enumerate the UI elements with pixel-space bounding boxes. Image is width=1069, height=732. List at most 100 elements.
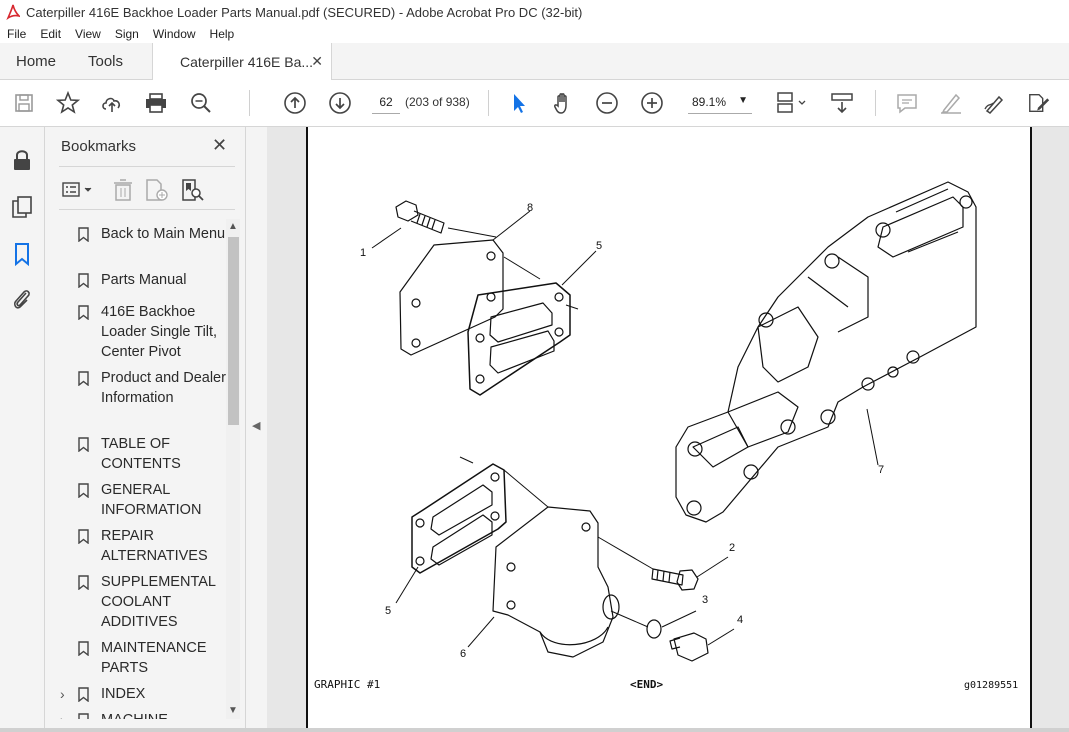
menu-sign[interactable]: Sign bbox=[114, 26, 139, 41]
navigation-rail bbox=[0, 127, 45, 732]
bookmark-label: Product and Dealer Information bbox=[101, 370, 226, 406]
tab-home-label: Home bbox=[16, 52, 57, 70]
bookmark-label: SUPPLEMENTAL COOLANT ADDITIVES bbox=[101, 574, 216, 630]
select-cursor-icon[interactable] bbox=[507, 91, 531, 115]
exploded-parts-diagram: 1 8 5 7 2 3 4 5 6 bbox=[360, 181, 977, 662]
fill-sign-icon[interactable] bbox=[983, 91, 1007, 115]
callout-1: 1 bbox=[360, 247, 366, 259]
end-marker: <END> bbox=[630, 678, 664, 691]
menu-file[interactable]: File bbox=[7, 26, 27, 41]
close-tab-icon[interactable]: ✕ bbox=[311, 53, 323, 69]
bookmark-icon[interactable] bbox=[10, 242, 34, 266]
options-menu-icon[interactable] bbox=[61, 179, 97, 201]
collapse-panel-icon[interactable]: ◀ bbox=[252, 420, 261, 432]
bookmark-icon bbox=[78, 227, 89, 242]
bookmark-icon bbox=[78, 483, 89, 498]
bookmark-label: MACHINE bbox=[101, 710, 226, 719]
toolbar-separator bbox=[875, 90, 876, 116]
page-layout-icon[interactable] bbox=[775, 91, 809, 115]
print-icon[interactable] bbox=[144, 91, 168, 115]
bookmark-icon bbox=[78, 713, 89, 719]
bookmark-label: TABLE OF CONTENTS bbox=[101, 436, 181, 472]
chevron-right-icon[interactable]: › bbox=[60, 710, 65, 719]
previous-page-icon[interactable] bbox=[283, 91, 307, 115]
new-bookmark-icon[interactable] bbox=[145, 179, 169, 201]
gasket-5-upper bbox=[467, 282, 571, 396]
bookmark-label: Back to Main Menu bbox=[101, 226, 226, 242]
elbow-housing-6 bbox=[492, 506, 614, 658]
bookmark-label: 416E Backhoe Loader Single Tilt, Center … bbox=[101, 304, 218, 360]
page-count: (203 of 938) bbox=[405, 95, 470, 109]
tab-tools[interactable]: Tools bbox=[88, 43, 123, 79]
bolt-part-1 bbox=[395, 200, 445, 234]
menu-bar: File Edit View Sign Window Help bbox=[0, 24, 1069, 43]
toolbar bbox=[0, 80, 1069, 127]
pages-thumbnails-icon[interactable] bbox=[10, 195, 34, 219]
menu-view[interactable]: View bbox=[75, 26, 101, 41]
save-icon[interactable] bbox=[12, 91, 36, 115]
bolt-part-2 bbox=[651, 568, 699, 591]
chevron-down-icon: ▼ bbox=[738, 95, 748, 106]
callout-4: 4 bbox=[737, 614, 743, 626]
bookmark-list: Back to Main Menu Parts Manual 416E Back… bbox=[60, 219, 228, 719]
zoom-value: 89.1% bbox=[692, 95, 727, 109]
scroll-down-icon[interactable]: ▼ bbox=[228, 705, 238, 716]
cover-plate-8 bbox=[399, 239, 504, 356]
lock-icon[interactable] bbox=[10, 148, 34, 172]
delete-trash-icon[interactable] bbox=[112, 179, 134, 201]
bookmark-icon bbox=[78, 371, 89, 386]
upload-cloud-icon[interactable] bbox=[100, 91, 124, 115]
menu-help[interactable]: Help bbox=[209, 26, 235, 41]
bookmark-icon bbox=[78, 641, 89, 656]
tab-home[interactable]: Home bbox=[16, 43, 56, 79]
bookmark-label: MAINTENANCE PARTS bbox=[101, 640, 207, 676]
callout-7: 7 bbox=[878, 464, 884, 476]
bookmark-icon bbox=[78, 575, 89, 590]
zoom-in-icon[interactable] bbox=[640, 91, 664, 115]
pdf-page: 1 8 5 7 2 3 4 5 6 GRAPHIC #1 <END> g0128… bbox=[306, 127, 1032, 732]
chevron-right-icon[interactable]: › bbox=[60, 686, 65, 702]
toolbar-separator bbox=[488, 90, 489, 116]
zoom-search-icon[interactable] bbox=[189, 91, 213, 115]
bookmark-tools bbox=[61, 177, 241, 203]
scrollbar-thumb[interactable] bbox=[228, 237, 239, 425]
highlight-pen-icon[interactable] bbox=[939, 91, 963, 115]
find-bookmark-icon[interactable] bbox=[181, 179, 205, 201]
document-view[interactable]: 1 8 5 7 2 3 4 5 6 GRAPHIC #1 <END> g0128… bbox=[267, 127, 1069, 732]
edit-pdf-icon[interactable] bbox=[1027, 91, 1051, 115]
panel-splitter[interactable]: ◀ bbox=[245, 127, 268, 732]
scroll-up-icon[interactable]: ▲ bbox=[228, 221, 238, 232]
plug-part-4 bbox=[669, 632, 709, 662]
bookmark-icon bbox=[78, 529, 89, 544]
zoom-select[interactable]: 89.1% ▼ bbox=[688, 91, 752, 114]
tab-document[interactable]: Caterpiller 416E Ba... ✕ bbox=[152, 43, 332, 80]
next-page-icon[interactable] bbox=[328, 91, 352, 115]
page-number-input[interactable]: 62 bbox=[372, 91, 400, 114]
gasket-5-lower bbox=[411, 463, 507, 574]
callout-3: 3 bbox=[702, 594, 708, 606]
toolbar-separator bbox=[249, 90, 250, 116]
divider bbox=[59, 166, 235, 167]
tab-document-label: Caterpiller 416E Ba... bbox=[180, 53, 314, 70]
menu-window[interactable]: Window bbox=[152, 26, 196, 41]
callout-5-lower: 5 bbox=[385, 605, 391, 617]
attachment-paperclip-icon[interactable] bbox=[10, 287, 34, 311]
hand-tool-icon[interactable] bbox=[551, 91, 575, 115]
scroll-mode-icon[interactable] bbox=[830, 91, 854, 115]
menu-edit[interactable]: Edit bbox=[40, 26, 62, 41]
bookmark-icon bbox=[78, 437, 89, 452]
bookmarks-panel: Bookmarks ✕ Back to Main Menu Parts Manu… bbox=[45, 127, 245, 732]
comment-icon[interactable] bbox=[895, 91, 919, 115]
panel-title: Bookmarks bbox=[61, 138, 137, 155]
bookmark-label: REPAIR ALTERNATIVES bbox=[101, 528, 208, 564]
close-icon[interactable]: ✕ bbox=[212, 135, 228, 155]
zoom-out-icon[interactable] bbox=[595, 91, 619, 115]
washer-part-3 bbox=[646, 619, 662, 639]
star-icon[interactable] bbox=[56, 91, 80, 115]
acrobat-logo-icon bbox=[6, 4, 20, 20]
bookmark-icon bbox=[78, 273, 89, 288]
leader-lines bbox=[371, 210, 879, 648]
tab-bar: Home Tools Caterpiller 416E Ba... ✕ bbox=[0, 43, 1069, 80]
horizontal-scrollbar[interactable] bbox=[0, 728, 1069, 732]
bookmark-icon bbox=[78, 687, 89, 702]
